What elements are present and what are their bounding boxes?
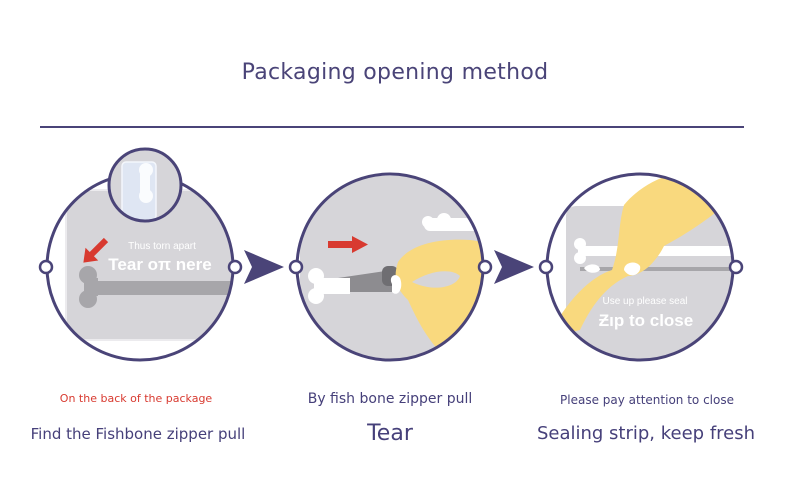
- panel-1-top-text: Thus torn apart: [128, 241, 196, 252]
- step-2-illustration: [288, 172, 493, 362]
- step-1-caption-main: Find the Fishbone zipper pull: [30, 425, 246, 443]
- step-2-caption-main: Tear: [367, 421, 413, 446]
- fishbone-pull: [79, 266, 98, 308]
- tear-strip: [92, 281, 233, 295]
- step-1-caption-small: On the back of the package: [59, 392, 213, 405]
- step-3-illustration: Use up please seal Ƶıp to close: [538, 172, 744, 362]
- magnifier-icon: [107, 147, 183, 223]
- panel-3-top-text: Use up please seal: [602, 296, 687, 307]
- red-arrow-icon: [83, 237, 109, 263]
- step-arrow-icon: [494, 250, 534, 284]
- step-2-caption-small: By fish bone zipper pull: [307, 391, 473, 407]
- torn-strip: [338, 270, 392, 292]
- page-title: Packaging opening method: [241, 60, 549, 85]
- red-arrow-icon: [328, 236, 368, 253]
- hand-icon: [548, 174, 733, 338]
- step-1-illustration: Thus torn apart Tear oπ nere: [38, 147, 243, 362]
- title-divider: [40, 126, 744, 128]
- step-3-caption-main: Sealing strip, keep fresh: [536, 423, 756, 444]
- panel-1-big-text: Tear oπ nere: [108, 255, 211, 274]
- step-arrow-icon: [244, 250, 284, 284]
- panel-3-big-text: Ƶıp to close: [599, 311, 693, 330]
- step-3-caption-small: Please pay attention to close: [560, 393, 734, 407]
